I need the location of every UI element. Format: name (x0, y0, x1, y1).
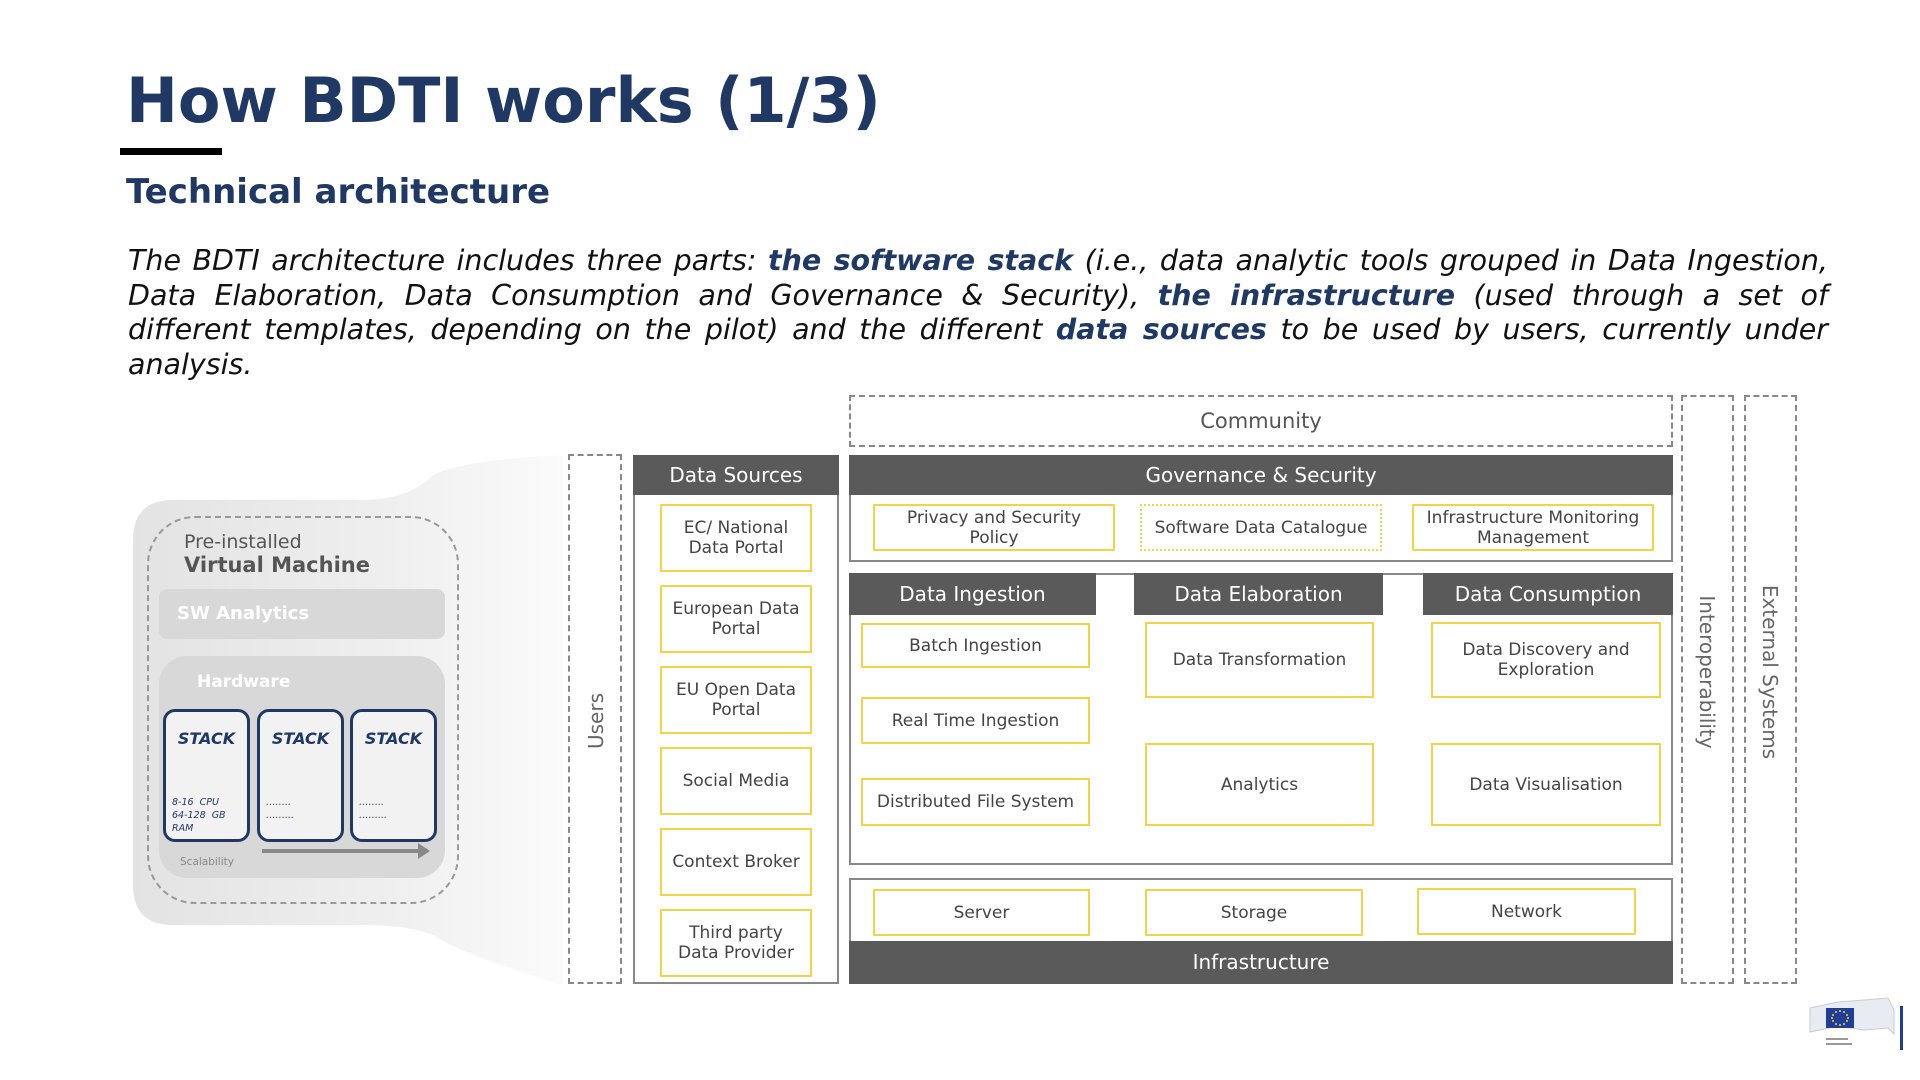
data-source-item: EC/ National Data Portal (660, 504, 812, 572)
paragraph-highlight: data sources (1055, 313, 1267, 346)
ingestion-item: Batch Ingestion (861, 623, 1090, 668)
data-source-item: Context Broker (660, 828, 812, 896)
stack-label: STACK (271, 729, 330, 748)
data-source-item: EU Open Data Portal (660, 666, 812, 734)
scalability-arrow-head (418, 843, 430, 859)
external-systems-label: External Systems (1758, 584, 1782, 760)
paragraph-highlight: the infrastructure (1157, 278, 1456, 312)
stack-card: STACK …….. ……... (350, 709, 437, 842)
stack-card: STACK …….. ……... (257, 709, 344, 842)
consumption-item: Data Discovery and Exploration (1431, 622, 1661, 698)
sw-analytics-bar: SW Analytics (159, 589, 445, 639)
elaboration-item: Data Transformation (1145, 622, 1374, 698)
data-sources-header: Data Sources (633, 455, 839, 495)
data-elaboration-header: Data Elaboration (1134, 573, 1383, 615)
stack-spec: …….. ……... (359, 797, 388, 821)
ingestion-item: Real Time Ingestion (861, 697, 1090, 744)
vm-label-virtual-machine: Virtual Machine (184, 553, 370, 577)
infrastructure-item: Storage (1145, 889, 1363, 936)
external-systems-band: External Systems (1744, 395, 1797, 984)
stack-card: STACK 8-16 CPU 64-128 GB RAM (163, 709, 250, 842)
governance-header: Governance & Security (849, 455, 1673, 495)
vm-label-preinstalled: Pre-installed (184, 531, 302, 553)
community-band: Community (849, 395, 1673, 447)
interoperability-label: Interoperability (1695, 595, 1719, 749)
paragraph-text: (i.e., data analytic tools grouped in Da… (128, 244, 1828, 312)
paragraph-text: to be used by users, currently under ana… (128, 313, 1828, 381)
stack-spec: 8-16 CPU 64-128 GB RAM (172, 797, 226, 834)
scalability-arrow (262, 849, 418, 853)
stack-spec: …….. ……... (266, 797, 295, 821)
governance-item: Infrastructure Monitoring Management (1412, 504, 1654, 551)
users-band: Users (568, 454, 622, 984)
stack-label: STACK (364, 729, 423, 748)
scalability-label: Scalability (180, 856, 234, 868)
ingestion-item: Distributed File System (861, 778, 1090, 826)
data-source-item: Third party Data Provider (660, 909, 812, 977)
european-commission-logo-icon (1809, 997, 1895, 1045)
infrastructure-item: Network (1417, 888, 1636, 935)
intro-paragraph: The BDTI architecture includes three par… (128, 244, 1828, 382)
title-underline (120, 148, 222, 155)
slide-title: How BDTI works (1/3) (126, 64, 881, 137)
slide-subtitle: Technical architecture (126, 172, 551, 212)
hardware-label: Hardware (197, 672, 291, 692)
data-consumption-header: Data Consumption (1423, 573, 1673, 615)
virtual-machine-box (147, 516, 459, 904)
data-ingestion-header: Data Ingestion (849, 573, 1096, 615)
infrastructure-header: Infrastructure (849, 941, 1673, 984)
elaboration-item: Analytics (1145, 743, 1374, 826)
data-source-item: European Data Portal (660, 585, 812, 653)
consumption-item: Data Visualisation (1431, 743, 1661, 826)
paragraph-text: The BDTI architecture includes three par… (128, 244, 768, 277)
data-source-item: Social Media (660, 747, 812, 815)
paragraph-text: (used through a set of different templat… (128, 278, 1828, 347)
users-label: Users (584, 692, 608, 750)
paragraph-highlight: the software stack (767, 244, 1074, 277)
governance-item: Software Data Catalogue (1140, 504, 1382, 551)
logo-divider (1900, 1006, 1903, 1050)
stack-label: STACK (177, 729, 236, 748)
governance-item: Privacy and Security Policy (873, 504, 1115, 551)
infrastructure-item: Server (873, 889, 1090, 936)
interoperability-band: Interoperability (1681, 395, 1734, 984)
